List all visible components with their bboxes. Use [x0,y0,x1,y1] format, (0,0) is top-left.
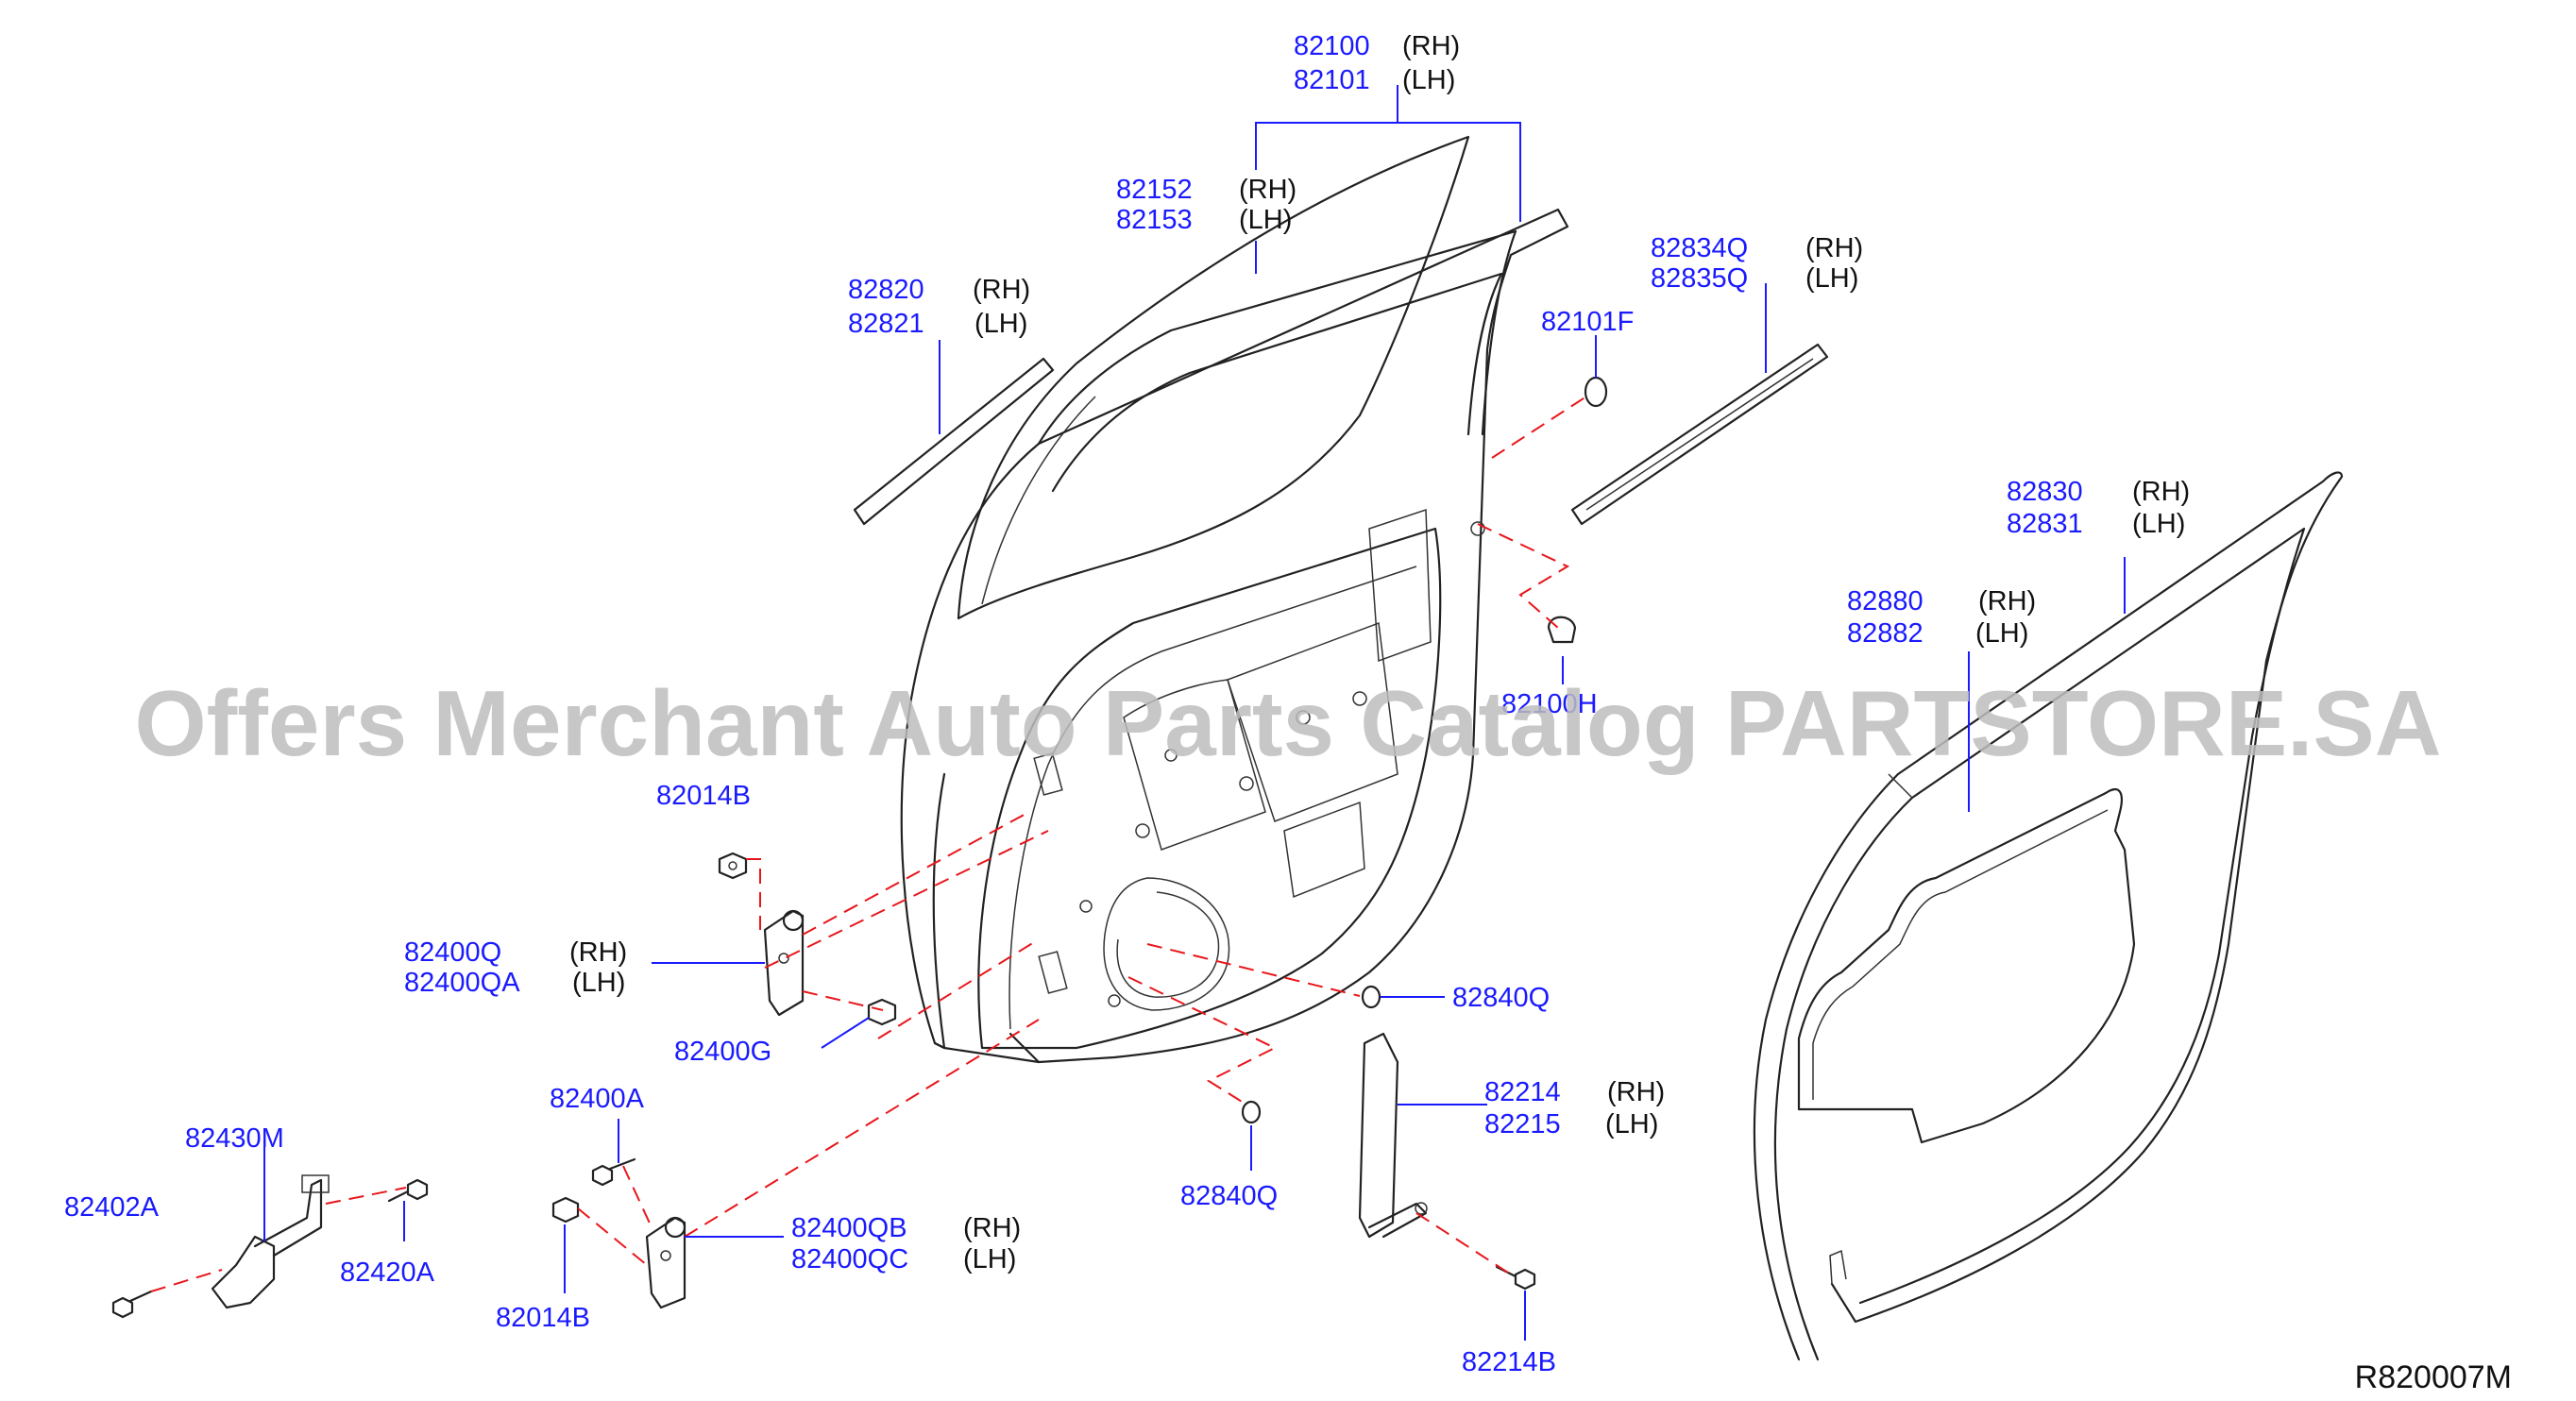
label-82400QB-side: (RH) [963,1213,1021,1243]
door-shell [900,208,1569,1064]
label-82880-side: (RH) [1978,586,2036,616]
assembly-guides [150,396,1587,1292]
grommet-82101F [1584,376,1608,408]
bolt-82402A [111,1290,153,1319]
nut-82014B-bottom [551,1196,580,1224]
label-82420A: 82420A [340,1258,435,1288]
label-82100H: 82100H [1501,689,1598,719]
upper-hinge-82400Q [763,909,805,1017]
bolt-82214B [1495,1265,1536,1291]
label-82153-side: (LH) [1239,205,1292,235]
label-82430M: 82430M [185,1123,284,1154]
label-82400A: 82400A [550,1084,645,1114]
nut-82014B-top [718,852,748,880]
label-82100: 82100 [1294,31,1370,61]
label-82400QC-side: (LH) [963,1244,1016,1274]
label-82830: 82830 [2007,477,2083,507]
label-82214: 82214 [1484,1077,1561,1107]
label-82820-side: (RH) [973,275,1030,305]
label-82214B: 82214B [1462,1347,1556,1377]
clip-82100H [1547,616,1577,644]
door-weatherstrip-82830 [1753,471,2344,1361]
diagram-reference: R820007M [2355,1359,2512,1395]
label-82840Q-right: 82840Q [1452,983,1550,1013]
label-82101: 82101 [1294,65,1370,95]
label-82830-side: (RH) [2132,477,2190,507]
lower-hinge-82400QB [645,1216,686,1309]
label-82400QC: 82400QC [791,1244,908,1274]
label-82882-side: (LH) [1975,618,2028,649]
bolt-82400A [591,1157,636,1187]
label-82400Q-side: (RH) [569,937,627,968]
nut-82400G [867,998,897,1026]
label-82400QB: 82400QB [791,1213,907,1243]
label-82101F: 82101F [1541,307,1634,337]
label-82214-side: (RH) [1607,1077,1665,1107]
label-82101-side: (LH) [1402,65,1455,95]
label-82215: 82215 [1484,1109,1561,1139]
label-82400QA: 82400QA [404,968,520,998]
sealing-screen-82880 [1797,788,2136,1144]
label-82152-side: (RH) [1239,175,1296,205]
label-82400G: 82400G [674,1037,771,1067]
label-82831: 82831 [2007,509,2083,539]
label-82400QA-side: (LH) [572,968,625,998]
inner-weatherstrip [1570,343,1829,526]
label-82835Q: 82835Q [1651,263,1748,294]
label-82831-side: (LH) [2132,509,2185,539]
leader-lines [263,85,2126,1341]
label-82834Q: 82834Q [1651,233,1748,263]
label-82834Q-side: (RH) [1805,233,1863,263]
label-82215-side: (LH) [1605,1109,1658,1139]
plug-82840Q-right [1361,985,1381,1009]
label-82882: 82882 [1847,618,1924,649]
plug-82840Q-bottom [1241,1100,1262,1124]
sash-channel-82214 [1358,1032,1428,1239]
label-82835Q-side: (LH) [1805,263,1858,294]
label-82821-side: (LH) [974,309,1027,339]
label-82100-side: (RH) [1402,31,1460,61]
label-82153: 82153 [1116,205,1193,235]
outer-weatherstrip [853,357,1055,526]
door-glass [957,135,1470,620]
part-labels: 82100 (RH) 82101 (LH) 82152 (RH) 82153 (… [64,31,2190,1377]
watermark-text: Offers Merchant Auto Parts Catalog PARTS… [134,671,2441,775]
label-82152: 82152 [1116,175,1193,205]
label-82840Q-bottom: 82840Q [1180,1181,1278,1211]
door-check-link-82430M [211,1174,330,1309]
label-82402A: 82402A [64,1192,160,1223]
bolt-82420A [387,1178,429,1203]
label-82014B-top: 82014B [656,781,751,811]
label-82820: 82820 [848,275,924,305]
label-82400Q: 82400Q [404,937,501,968]
label-82880: 82880 [1847,586,1924,616]
label-82014B-bottom: 82014B [496,1303,590,1333]
label-82821: 82821 [848,309,924,339]
